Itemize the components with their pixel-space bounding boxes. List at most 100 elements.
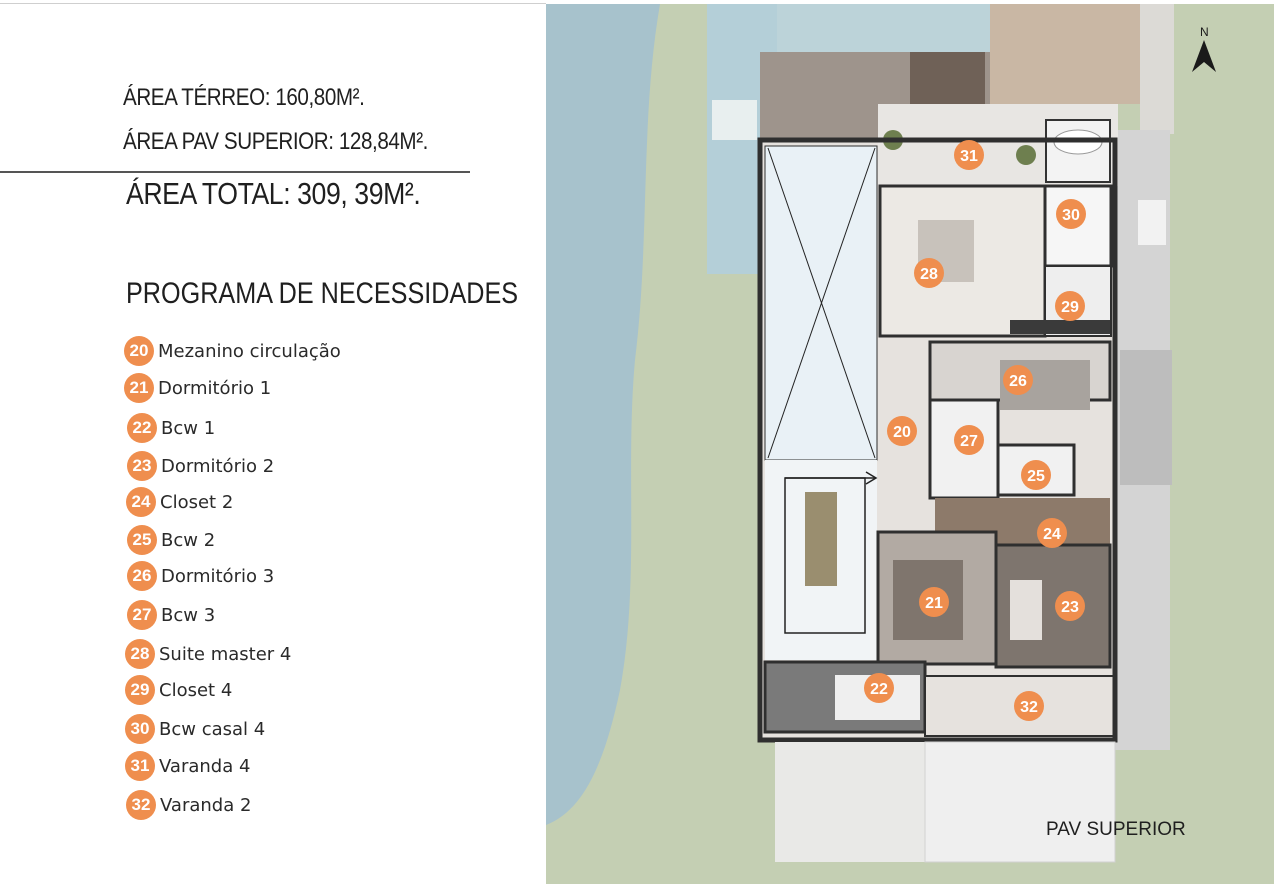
badge-circle bbox=[914, 258, 944, 288]
program-item-label: Dormitório 3 bbox=[161, 565, 275, 587]
program-item-label: Mezanino circulação bbox=[158, 340, 341, 362]
program-title: PROGRAMA DE NECESSIDADES bbox=[126, 277, 519, 310]
badge-number: 31 bbox=[960, 148, 978, 165]
badge-32: 32 bbox=[1014, 691, 1044, 721]
program-item-label: Bcw 1 bbox=[161, 417, 216, 439]
badge-number: 21 bbox=[925, 595, 943, 612]
badge-number: 20 bbox=[893, 424, 911, 441]
badge-20: 20 bbox=[887, 416, 917, 446]
program-item-label: Varanda 2 bbox=[160, 794, 252, 816]
badge-circle bbox=[1055, 291, 1085, 321]
north-arrow-icon bbox=[1192, 40, 1216, 72]
paving bbox=[775, 742, 925, 862]
badge-number: 25 bbox=[127, 525, 157, 555]
program-item: 22 Bcw 1 bbox=[127, 413, 215, 443]
program-item: 23 Dormitório 2 bbox=[127, 451, 274, 481]
badge-number: 25 bbox=[1027, 468, 1045, 485]
program-item: 24 Closet 2 bbox=[126, 487, 233, 517]
side-box bbox=[1138, 200, 1166, 245]
program-item-label: Bcw 3 bbox=[161, 604, 216, 626]
badge-number: 26 bbox=[127, 561, 157, 591]
program-item-label: Varanda 4 bbox=[159, 755, 251, 777]
badge-27: 27 bbox=[954, 425, 984, 455]
badge-25: 25 bbox=[1021, 460, 1051, 490]
badge-26: 26 bbox=[1003, 365, 1033, 395]
badge-number: 21 bbox=[124, 373, 154, 403]
badge-number: 27 bbox=[127, 600, 157, 630]
separator-line bbox=[0, 171, 470, 173]
badge-number: 28 bbox=[125, 639, 155, 669]
void-cross bbox=[767, 147, 876, 459]
badge-number: 24 bbox=[1043, 526, 1061, 543]
badge-number: 30 bbox=[1062, 207, 1080, 224]
floor-label: PAV SUPERIOR bbox=[1046, 819, 1186, 840]
program-item-label: Dormitório 1 bbox=[158, 377, 272, 399]
badge-number: 23 bbox=[1061, 599, 1079, 616]
badge-circle bbox=[954, 425, 984, 455]
badge-circle bbox=[954, 140, 984, 170]
side-path bbox=[1140, 4, 1174, 134]
badge-circle bbox=[1021, 460, 1051, 490]
program-item: 31 Varanda 4 bbox=[125, 751, 250, 781]
badge-number: 22 bbox=[870, 681, 888, 698]
badge-23: 23 bbox=[1055, 591, 1085, 621]
program-item-label: Closet 2 bbox=[160, 491, 234, 513]
building-walls bbox=[757, 137, 1118, 743]
program-item: 27 Bcw 3 bbox=[127, 600, 215, 630]
program-item-label: Dormitório 2 bbox=[161, 455, 275, 477]
badge-number: 28 bbox=[920, 266, 938, 283]
program-item: 30 Bcw casal 4 bbox=[125, 714, 265, 744]
badge-28: 28 bbox=[914, 258, 944, 288]
program-item: 32 Varanda 2 bbox=[126, 790, 251, 820]
badge-22: 22 bbox=[864, 673, 894, 703]
wood-deck bbox=[990, 4, 1140, 104]
program-item-label: Suite master 4 bbox=[159, 643, 292, 665]
badge-number: 23 bbox=[127, 451, 157, 481]
badge-circle bbox=[919, 587, 949, 617]
closet-shelf bbox=[1010, 320, 1110, 334]
area-total: ÁREA TOTAL: 309, 39M². bbox=[126, 176, 421, 211]
badge-number: 26 bbox=[1009, 373, 1027, 390]
program-item: 28 Suite master 4 bbox=[125, 639, 291, 669]
badge-number: 29 bbox=[125, 675, 155, 705]
badge-circle bbox=[1056, 199, 1086, 229]
program-item: 21 Dormitório 1 bbox=[124, 373, 271, 403]
badge-number: 22 bbox=[127, 413, 157, 443]
badge-21: 21 bbox=[919, 587, 949, 617]
area-terreo: ÁREA TÉRREO: 160,80M². bbox=[123, 84, 365, 111]
badge-number: 20 bbox=[124, 336, 154, 366]
badge-circle bbox=[1037, 518, 1067, 548]
lake-water bbox=[546, 4, 660, 825]
bed bbox=[1010, 580, 1042, 640]
program-item-label: Closet 4 bbox=[159, 679, 233, 701]
compass-letter: N bbox=[1200, 25, 1209, 39]
badge-circle bbox=[1055, 591, 1085, 621]
program-item: 29 Closet 4 bbox=[125, 675, 232, 705]
area-pav-superior: ÁREA PAV SUPERIOR: 128,84M². bbox=[123, 128, 428, 155]
stair-arrow-head bbox=[865, 471, 878, 485]
pool-terrace bbox=[777, 4, 992, 52]
side-stairs bbox=[1120, 350, 1172, 485]
stair-block bbox=[910, 52, 985, 104]
badge-29: 29 bbox=[1055, 291, 1085, 321]
badge-number: 32 bbox=[126, 790, 156, 820]
badge-30: 30 bbox=[1056, 199, 1086, 229]
badge-circle bbox=[887, 416, 917, 446]
badge-number: 27 bbox=[960, 433, 978, 450]
badge-number: 29 bbox=[1061, 299, 1079, 316]
pool-steps bbox=[712, 100, 757, 140]
badge-number: 32 bbox=[1020, 699, 1038, 716]
program-item: 26 Dormitório 3 bbox=[127, 561, 274, 591]
badge-24: 24 bbox=[1037, 518, 1067, 548]
program-item: 25 Bcw 2 bbox=[127, 525, 215, 555]
plant bbox=[1016, 145, 1036, 165]
badge-circle bbox=[864, 673, 894, 703]
planter bbox=[805, 492, 837, 586]
badge-circle bbox=[1014, 691, 1044, 721]
program-item-label: Bcw 2 bbox=[161, 529, 216, 551]
badge-circle bbox=[1003, 365, 1033, 395]
program-item: 20 Mezanino circulação bbox=[124, 336, 341, 366]
badge-number: 31 bbox=[125, 751, 155, 781]
paving-tiles bbox=[924, 741, 1116, 863]
